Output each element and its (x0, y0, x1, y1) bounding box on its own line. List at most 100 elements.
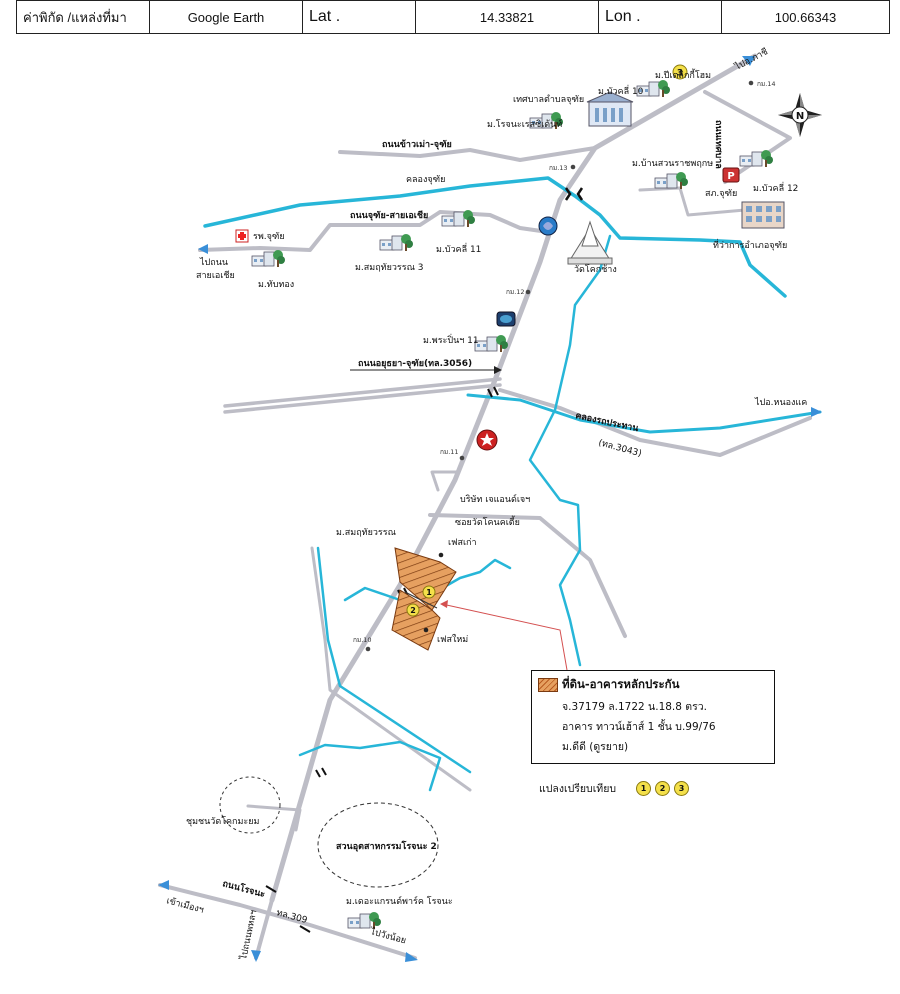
road-police (638, 186, 747, 217)
coords-label: ค่าพิกัด /แหล่งที่มา (16, 0, 150, 34)
label-park: สวนอุตสาหกรรมโรจนะ 2 (336, 840, 437, 852)
svg-text:P: P (727, 171, 734, 182)
label-m-peterick: ม.ปีเตลิกกี้โฮม (655, 68, 711, 81)
arrow-city-icon (158, 880, 169, 890)
km-11: กม.11 (440, 448, 459, 456)
road-tessaban (703, 90, 792, 184)
location-map: กม.14 กม.13 กม.12 กม.11 กม.10 N P (158, 46, 822, 962)
arrow-nongkhae-icon (811, 407, 822, 417)
legend-title: ที่ดิน-อาคารหลักประกัน (562, 677, 680, 691)
canal-chuthai (203, 176, 787, 298)
km-13: กม.13 (549, 164, 568, 172)
label-m-phrapin: ม.พระปิ่นฯ 11 (423, 333, 479, 346)
comparable-2-icon: 2 (406, 603, 420, 617)
label-rojana-residence: ม.โรจนะเรสซิเด้นท์ (487, 118, 562, 130)
km-12: กม.12 (506, 288, 525, 296)
label-district-office: ที่ว่าการอำเภอจุฑัย (713, 238, 787, 251)
source-value: Google Earth (149, 0, 303, 34)
comparable-1-icon: 1 (422, 585, 436, 599)
road-community (246, 804, 302, 832)
comparables-legend: แปลงเปรียบเทียบ 1 2 3 (539, 780, 690, 797)
label-to-phachi: ไปอ.ภาชี (732, 46, 769, 73)
label-canal-rot-prathan: คลองรถประทาน (574, 410, 640, 434)
direction-arrows (158, 56, 822, 962)
m-thapthong-icon (251, 249, 286, 268)
canal-rot-prathan (466, 393, 822, 434)
road-network (158, 53, 812, 960)
m-phrapin-icon (474, 334, 509, 353)
label-road-ayutthaya: ถนนอยุธยา-จุฑัย(ทล.3056) (358, 358, 472, 369)
district-office-icon (741, 201, 785, 229)
road-3056-arrow-icon (494, 366, 502, 374)
label-m-somchai-3: ม.สมฤทัยวรรณ 3 (355, 263, 424, 273)
fuel-station-icon (476, 429, 498, 451)
svg-text:3: 3 (677, 69, 683, 79)
label-road-3043: (ทล.3043) (597, 438, 642, 459)
grand-park-icon (347, 911, 382, 930)
label-police: สภ.จุฑัย (705, 189, 737, 199)
road-company (430, 470, 458, 492)
road-nongkhae-lower (223, 377, 502, 408)
compare-3-icon: 3 (674, 781, 690, 796)
label-to-nongkhae: ไปอ.หนองแค (754, 397, 807, 408)
arrow-asia-icon (198, 244, 208, 254)
temple-icon (567, 220, 613, 265)
label-road-rojana-no: ทล.309 (275, 908, 308, 926)
label-to-city: เข้าเมืองฯ (165, 895, 205, 916)
park-circle (317, 802, 439, 888)
lon-value: 100.66343 (721, 0, 890, 34)
label-m-somchai: ม.สมฤทัยวรรณ (336, 528, 396, 538)
label-m-bua-10: ม.บัวคลี่ 10 (598, 84, 644, 97)
lon-label: Lon . (598, 0, 722, 34)
comparable-3-icon: 3 (672, 64, 688, 80)
label-canal-chuthai: คลองจุฑัย (406, 175, 445, 185)
bank-icon (496, 311, 516, 327)
subject-plot-old (394, 547, 457, 611)
arrow-wangnoi-icon (405, 952, 418, 962)
canal-south-branch (528, 234, 612, 667)
road-rojana (158, 883, 417, 960)
canal-south (298, 740, 442, 792)
label-to-asia-2: สายเอเชีย (196, 270, 235, 281)
road-chuthai-asia (198, 210, 550, 252)
junction-icon (564, 187, 584, 201)
subject-plot-new (391, 589, 441, 651)
canals (203, 176, 822, 792)
label-grand-park: ม.เดอะแกรนด์พาร์ค โรจนะ (346, 895, 453, 907)
label-community: ชุมชนวัดโคกมะยม (186, 816, 260, 827)
subject-swatch-icon (538, 678, 558, 692)
canal-west (316, 546, 472, 774)
label-m-bua-11: ม.บัวคลี่ 11 (436, 242, 481, 255)
legend-line1: จ.37179 ล.1722 น.18.8 ตรว. (562, 701, 707, 713)
label-ban-suan: ม.บ้านสวนราชพฤกษ (632, 158, 713, 169)
road-chao-mao (338, 146, 597, 162)
legend-line3: ม.ดีดี (ดูรยาย) (562, 741, 629, 753)
compare-2-icon: 2 (655, 781, 671, 796)
km-14: กม.14 (757, 80, 776, 88)
pointer-line (441, 603, 568, 671)
svg-text:1: 1 (426, 588, 432, 597)
legend-line2: อาคาร ทาวน์เฮ้าส์ 1 ชั้น บ.99/76 (562, 721, 716, 733)
road-phahon (254, 898, 274, 960)
km-markers (365, 80, 754, 652)
community-circle (219, 776, 281, 834)
label-road-rojana: ถนนโรจนะ (221, 877, 266, 900)
compare-1-icon: 1 (636, 781, 652, 796)
compare-label: แปลงเปรียบเทียบ (539, 783, 617, 795)
label-phase-new: เฟสใหม่ (437, 634, 468, 645)
label-soi-wat: ซอยวัดโคนคเตี้ย (455, 515, 520, 528)
label-wat: วัดโคกช้าง (574, 264, 617, 275)
label-m-thapthong: ม.ทับทอง (258, 280, 294, 290)
m-bua-12-icon (739, 149, 774, 168)
road-west-a (310, 546, 472, 792)
road-3043 (498, 388, 812, 457)
svg-text:2: 2 (410, 606, 416, 615)
label-tessaban: เทศบาลตำบลจุฑัย (513, 94, 584, 105)
label-to-asia-1: ไปถนน (199, 257, 228, 268)
gas-station-icon (538, 216, 558, 236)
arrow-phahon-icon (251, 950, 261, 962)
hospital-cross-icon (235, 229, 249, 243)
label-road-chuthai-asia: ถนนจุฑัย-สายเอเชีย (350, 210, 428, 221)
compass-letter: N (796, 111, 804, 122)
m-somchai-3-icon (379, 233, 414, 252)
